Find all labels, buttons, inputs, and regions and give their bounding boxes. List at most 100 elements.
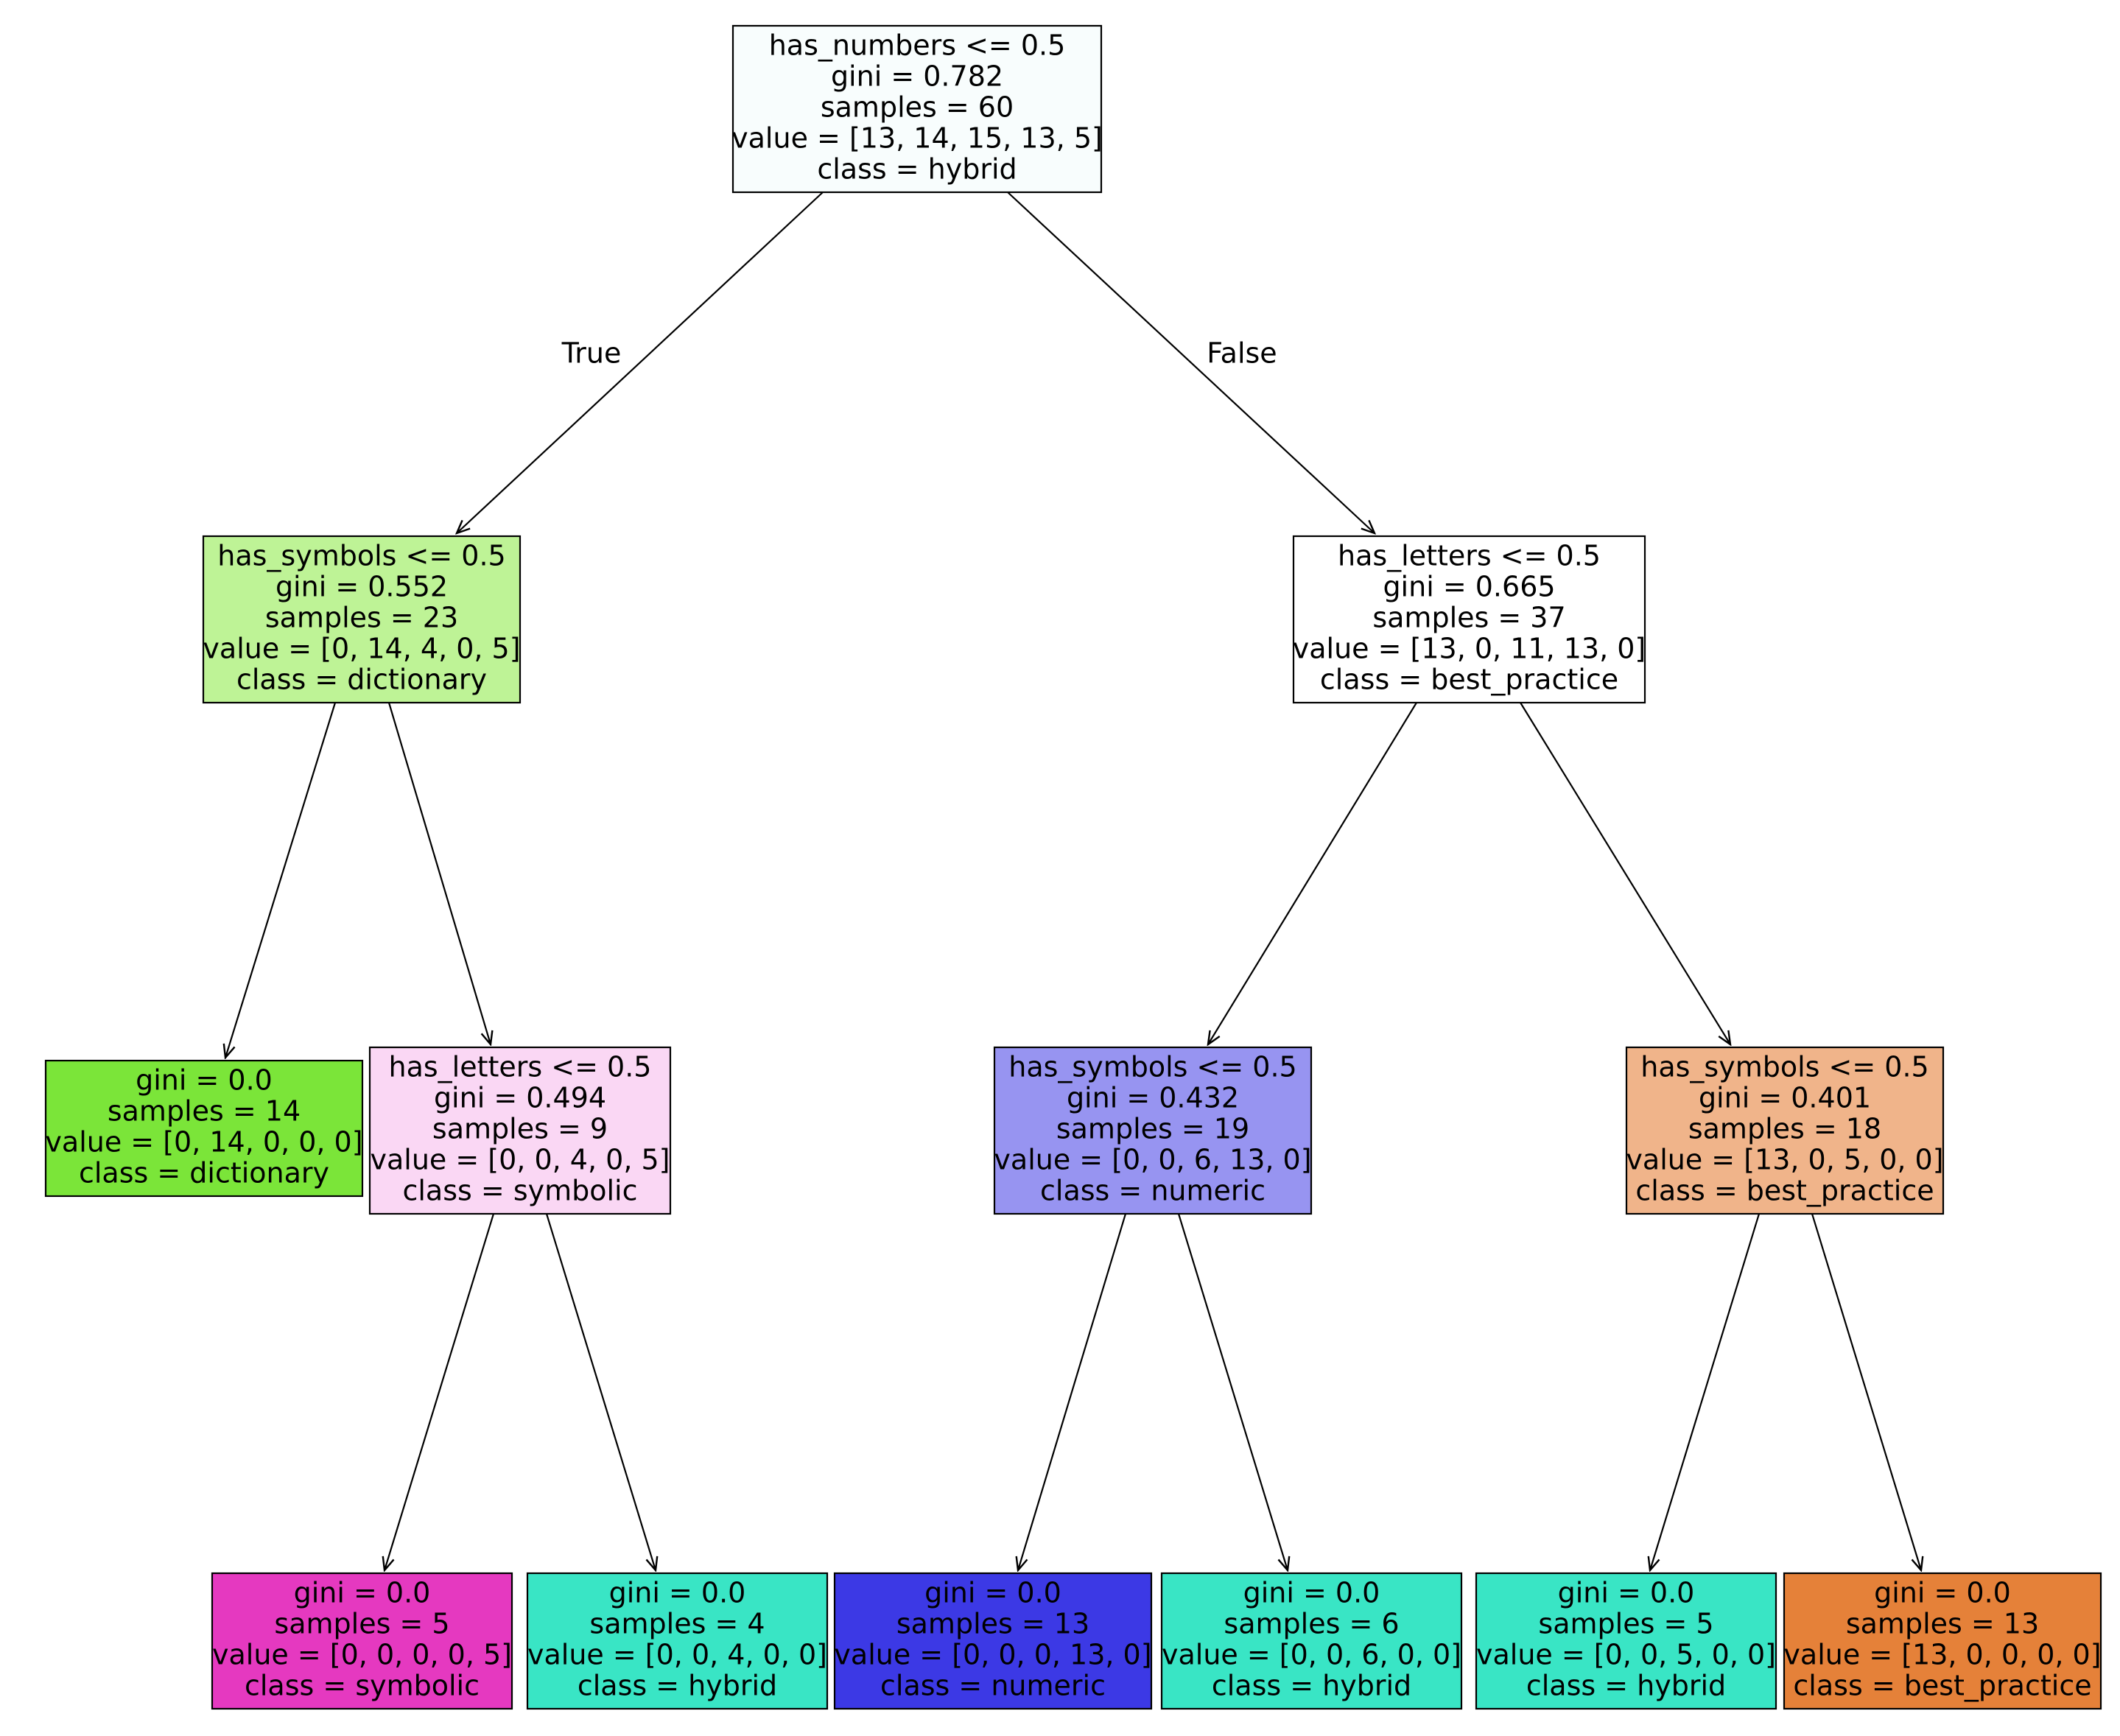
- node-line: value = [0, 0, 4, 0, 0]: [527, 1639, 827, 1671]
- node-box: [368, 1046, 672, 1215]
- node-box: [833, 1572, 1153, 1710]
- edge-n7-n8: [1018, 1213, 1127, 1570]
- edge-n6-n7: [1208, 702, 1417, 1044]
- node-box: [1783, 1572, 2102, 1710]
- node-line: samples = 60: [821, 91, 1014, 124]
- node-box: [993, 1046, 1313, 1215]
- node-line: samples = 18: [1688, 1113, 1881, 1145]
- node-line: value = [0, 0, 6, 13, 0]: [994, 1144, 1311, 1176]
- node-line: has_symbols <= 0.5: [1640, 1051, 1928, 1083]
- edge-label-false: False: [1207, 337, 1277, 370]
- node-line: value = [0, 0, 6, 0, 0]: [1162, 1639, 1461, 1671]
- node-box: [202, 535, 522, 704]
- node-line: gini = 0.0: [609, 1577, 746, 1609]
- edge-n7-n9: [1177, 1213, 1288, 1570]
- node-box: [1625, 1046, 1945, 1215]
- edge-n10-n11: [1650, 1213, 1761, 1570]
- node-box: [1292, 535, 1646, 704]
- node-line: samples = 13: [896, 1608, 1089, 1640]
- node-line: class = hybrid: [817, 153, 1017, 186]
- node-box: [211, 1572, 513, 1710]
- node-box: [44, 1059, 364, 1198]
- node-line: value = [0, 0, 5, 0, 0]: [1476, 1639, 1776, 1671]
- node-line: gini = 0.0: [924, 1577, 1061, 1609]
- node-line: gini = 0.0: [294, 1577, 431, 1609]
- node-line: class = numeric: [1040, 1175, 1266, 1207]
- node-line: value = [0, 0, 4, 0, 5]: [371, 1144, 670, 1176]
- node-line: gini = 0.432: [1067, 1082, 1239, 1114]
- edge-n3-n5: [545, 1213, 656, 1570]
- edge-n0-n6: [1007, 191, 1375, 533]
- node-line: samples = 6: [1224, 1608, 1399, 1640]
- node-line: value = [13, 0, 11, 13, 0]: [1293, 633, 1646, 665]
- node-line: class = hybrid: [1526, 1670, 1726, 1702]
- node-box: [1160, 1572, 1463, 1710]
- node-line: class = best_practice: [1320, 664, 1618, 696]
- node-box: [1475, 1572, 1777, 1710]
- node-line: value = [0, 14, 4, 0, 5]: [203, 633, 520, 665]
- node-line: class = best_practice: [1635, 1175, 1934, 1207]
- node-line: samples = 37: [1372, 602, 1565, 634]
- node-line: has_symbols <= 0.5: [217, 540, 505, 572]
- node-line: value = [13, 14, 15, 13, 5]: [731, 122, 1103, 155]
- node-line: class = symbolic: [245, 1670, 480, 1702]
- node-line: gini = 0.0: [136, 1064, 273, 1097]
- node-line: class = best_practice: [1793, 1670, 2091, 1702]
- edge-n3-n4: [385, 1213, 495, 1570]
- node-line: samples = 23: [265, 602, 458, 634]
- node-line: value = [13, 0, 0, 0, 0]: [1783, 1639, 2101, 1671]
- node-line: samples = 5: [1538, 1608, 1713, 1640]
- edge-n0-n1: [457, 191, 824, 533]
- node-line: class = numeric: [880, 1670, 1106, 1702]
- node-line: class = symbolic: [402, 1175, 637, 1207]
- node-line: gini = 0.494: [434, 1082, 606, 1114]
- edge-n1-n2: [225, 702, 337, 1058]
- node-line: value = [0, 14, 0, 0, 0]: [45, 1126, 362, 1159]
- node-line: gini = 0.0: [1243, 1577, 1380, 1609]
- node-line: value = [0, 0, 0, 13, 0]: [834, 1639, 1151, 1671]
- edges-layer: True False: [225, 191, 1921, 1570]
- node-line: has_symbols <= 0.5: [1008, 1051, 1296, 1083]
- node-line: gini = 0.0: [1558, 1577, 1695, 1609]
- edge-n10-n12: [1811, 1213, 1921, 1570]
- node-line: has_letters <= 0.5: [389, 1051, 652, 1083]
- node-line: value = [0, 0, 0, 0, 5]: [212, 1639, 512, 1671]
- node-line: class = dictionary: [236, 664, 487, 696]
- node-line: samples = 14: [108, 1095, 301, 1128]
- edge-n1-n3: [387, 702, 491, 1044]
- node-line: gini = 0.0: [1874, 1577, 2011, 1609]
- node-line: samples = 9: [432, 1113, 608, 1145]
- node-line: samples = 4: [589, 1608, 765, 1640]
- node-box: [526, 1572, 829, 1710]
- node-line: has_numbers <= 0.5: [769, 29, 1066, 62]
- node-line: gini = 0.552: [275, 571, 448, 603]
- node-line: class = hybrid: [1212, 1670, 1411, 1702]
- node-line: gini = 0.782: [831, 60, 1003, 93]
- edge-label-true: True: [561, 337, 622, 370]
- node-line: gini = 0.401: [1699, 1082, 1871, 1114]
- node-line: samples = 5: [274, 1608, 449, 1640]
- node-line: value = [13, 0, 5, 0, 0]: [1626, 1144, 1943, 1176]
- node-box: [731, 24, 1103, 194]
- node-line: samples = 13: [1846, 1608, 2039, 1640]
- node-line: class = dictionary: [79, 1157, 329, 1189]
- node-line: gini = 0.665: [1383, 571, 1555, 603]
- node-line: class = hybrid: [578, 1670, 777, 1702]
- node-line: has_letters <= 0.5: [1338, 540, 1601, 572]
- edge-n6-n10: [1520, 702, 1730, 1044]
